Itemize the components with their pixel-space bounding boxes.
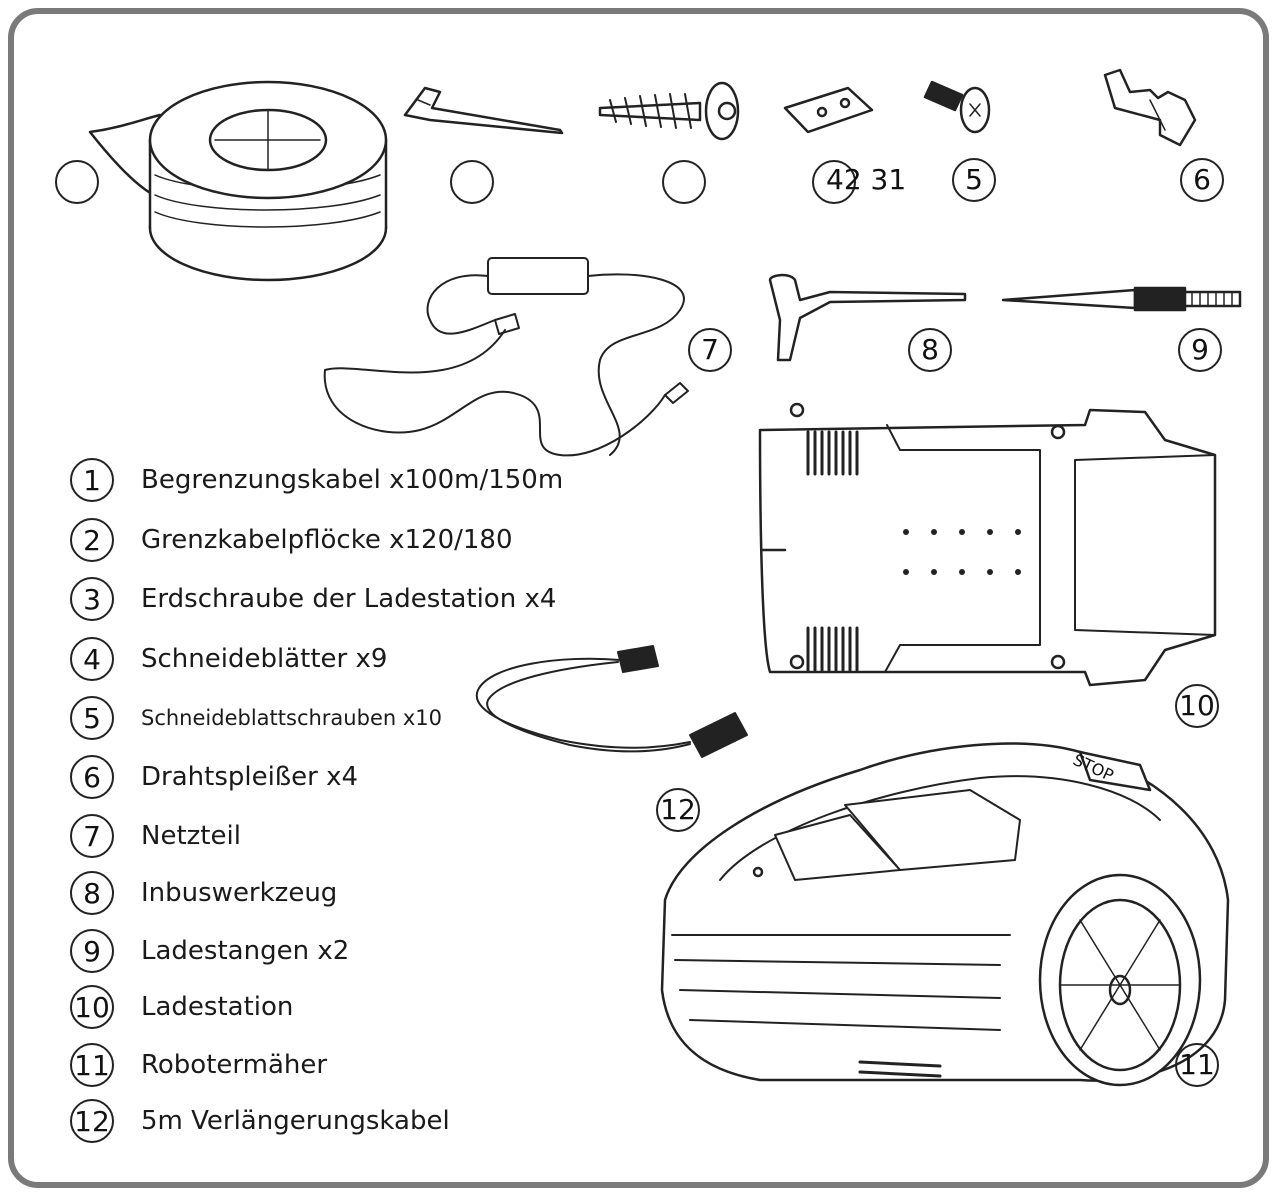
legend-label: Erdschraube der Ladestation x4 (141, 584, 557, 614)
marker-10: 10 (1175, 684, 1219, 728)
legend-item: 4 Schneideblätter x9 (70, 637, 387, 681)
marker-2 (450, 160, 494, 204)
legend-label: Drahtspleißer x4 (141, 762, 359, 792)
legend-item: 6 Drahtspleißer x4 (70, 755, 358, 799)
marker-7: 7 (688, 328, 732, 372)
legend-item: 1 Begrenzungskabel x100m/150m (70, 458, 563, 502)
marker-12: 12 (656, 788, 700, 832)
legend-number: 12 (70, 1099, 114, 1143)
ground-screw-drawing (598, 81, 740, 141)
marker-9: 9 (1178, 328, 1222, 372)
legend-item: 5 Schneideblattschrauben x10 (70, 696, 442, 740)
legend-number: 4 (70, 637, 114, 681)
hex-tool-drawing (768, 273, 967, 362)
legend-number: 3 (70, 577, 114, 621)
legend-label: 5m Verlängerungskabel (141, 1106, 450, 1136)
legend-number: 11 (70, 1043, 114, 1087)
legend-item: 7 Netzteil (70, 814, 241, 858)
legend-number: 5 (70, 696, 114, 740)
marker-11: 11 (1175, 1043, 1219, 1087)
marker-4 (812, 160, 856, 204)
robot-mower-drawing (660, 742, 1230, 1087)
extension-cable-drawing (475, 645, 748, 758)
legend-label: Schneideblattschrauben x10 (141, 706, 442, 730)
marker-3 (662, 160, 706, 204)
legend-label: Robotermäher (141, 1050, 328, 1080)
marker-6: 6 (1180, 158, 1224, 202)
legend-label: Grenzkabelpflöcke x120/180 (141, 525, 513, 555)
legend-label: Begrenzungskabel x100m/150m (141, 465, 564, 495)
legend-item: 2 Grenzkabelpflöcke x120/180 (70, 518, 513, 562)
legend-number: 8 (70, 871, 114, 915)
blade-drawing (783, 86, 874, 134)
marker-1 (55, 160, 99, 204)
legend-number: 2 (70, 518, 114, 562)
charging-station-drawing (758, 402, 1217, 687)
legend-label: Ladestangen x2 (141, 936, 350, 966)
legend-number: 10 (70, 985, 114, 1029)
legend-number: 9 (70, 929, 114, 973)
outer-frame (8, 8, 1269, 1188)
legend-item: 12 5m Verlängerungskabel (70, 1099, 450, 1143)
legend-number: 6 (70, 755, 114, 799)
legend-label: Inbuswerkzeug (141, 878, 338, 908)
legend-item: 11 Robotermäher (70, 1043, 327, 1087)
charging-rod-drawing (1001, 286, 1242, 312)
legend-number: 1 (70, 458, 114, 502)
boundary-cable-spool-drawing (88, 80, 388, 282)
legend-item: 8 Inbuswerkzeug (70, 871, 337, 915)
legend-label: Schneideblätter x9 (141, 644, 388, 674)
legend-label: Ladestation (141, 992, 294, 1022)
legend-item: 9 Ladestangen x2 (70, 929, 349, 973)
legend-item: 10 Ladestation (70, 985, 293, 1029)
boundary-peg-drawing (403, 86, 564, 135)
power-supply-drawing (323, 257, 689, 457)
marker-8: 8 (908, 328, 952, 372)
marker-4-label: 42 31 (826, 163, 907, 196)
blade-screw-drawing (923, 80, 991, 134)
wire-splicer-drawing (1103, 68, 1197, 147)
legend-number: 7 (70, 814, 114, 858)
legend-label: Netzteil (141, 821, 241, 851)
legend-item: 3 Erdschraube der Ladestation x4 (70, 577, 556, 621)
marker-5: 5 (952, 158, 996, 202)
